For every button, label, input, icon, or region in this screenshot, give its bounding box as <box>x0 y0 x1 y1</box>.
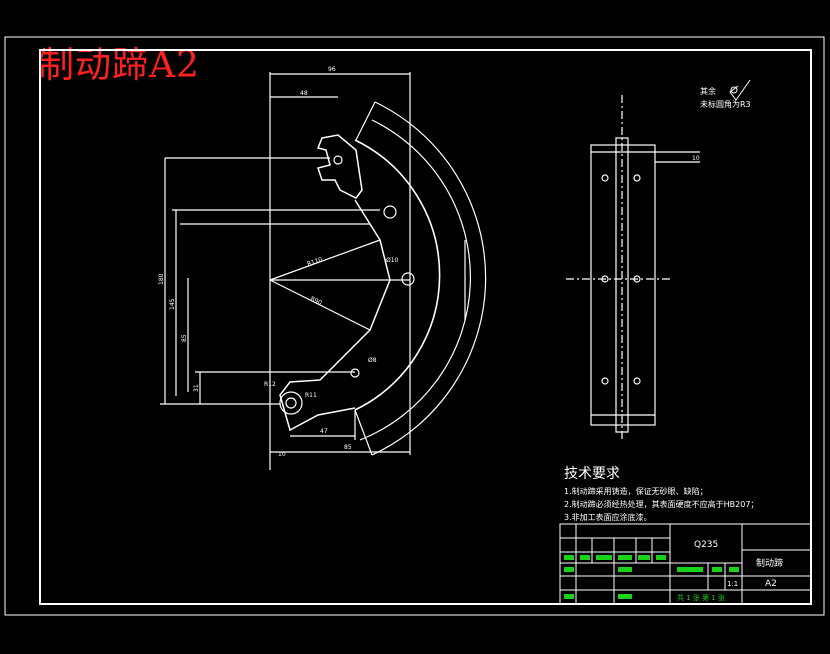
side-hole-5 <box>601 377 609 385</box>
lining-end-top <box>355 101 376 141</box>
tb-field-7 <box>564 567 574 572</box>
dim-text-96: 96 <box>328 66 336 73</box>
top-hook <box>316 134 363 199</box>
note-item-1: 1.制动蹄采用铸造，保证无砂眼、缺陷； <box>564 486 708 496</box>
title-block-fields <box>564 555 739 599</box>
tb-field-6 <box>656 555 666 560</box>
web-body <box>279 199 391 432</box>
middle-arc <box>359 119 472 441</box>
side-hole-6 <box>633 377 641 385</box>
tb-field-1 <box>564 555 574 560</box>
hole-upper <box>383 205 397 219</box>
drawing-title: 制动蹄A2 <box>38 45 200 86</box>
title-block-frame <box>559 523 812 605</box>
tb-field-12 <box>712 567 722 572</box>
tb-part-name: 制动蹄 <box>756 557 783 569</box>
side-hole-1 <box>601 174 609 182</box>
dim-text-145: 145 <box>169 298 176 310</box>
tb-field-5 <box>638 555 650 560</box>
tb-field-8 <box>618 567 632 572</box>
dim-text-d10: Ø10 <box>386 257 399 264</box>
note-item-3: 3.非加工表面应涂底漆。 <box>564 512 652 522</box>
tb-field-2 <box>580 555 590 560</box>
dim-text-d8: Ø8 <box>368 357 377 364</box>
inner-border <box>39 49 812 605</box>
side-view <box>566 95 700 440</box>
roughness-check <box>729 85 739 101</box>
dim-text-85h: 85 <box>344 444 352 451</box>
roughness-tail <box>735 79 751 101</box>
outer-arc <box>371 101 487 456</box>
roughness-circle <box>730 86 738 94</box>
tb-field-10 <box>618 594 632 599</box>
note-item-2: 2.制动蹄必须经热处理，其表面硬度不应高于HB207； <box>564 499 758 509</box>
dim-text-48: 48 <box>300 90 308 97</box>
tb-field-9 <box>564 594 574 599</box>
lining-end-bottom <box>354 409 373 456</box>
radius-line-2 <box>269 279 371 331</box>
dim-text-r90: R90 <box>309 295 323 306</box>
tb-sheet: 共 1 张 第 1 张 <box>677 593 725 602</box>
side-dim-text: 10 <box>692 155 700 162</box>
radius-line-1 <box>269 239 381 281</box>
side-hole-4 <box>633 275 641 283</box>
roughness-symbol <box>729 79 751 101</box>
tb-field-3 <box>596 555 612 560</box>
pivot-hole <box>285 397 297 409</box>
title-block <box>559 523 812 605</box>
side-hole-2 <box>633 174 641 182</box>
dim-text-180: 180 <box>158 273 165 285</box>
tb-field-11 <box>677 567 703 572</box>
dim-text-r11: R11 <box>305 392 317 399</box>
inner-arc <box>354 139 441 411</box>
hole-lower <box>350 368 360 378</box>
hole-mid <box>401 272 415 286</box>
side-outline <box>590 144 656 426</box>
tb-field-13 <box>729 567 739 572</box>
surface-note-1: 其余 <box>700 86 716 96</box>
tb-part-code: A2 <box>765 579 777 589</box>
tb-field-4 <box>618 555 632 560</box>
hole-top <box>333 155 343 165</box>
tb-scale: 1:1 <box>727 580 738 588</box>
front-view-dims: 96 48 R110 R90 Ø10 Ø8 R12 R11 47 85 10 1… <box>158 66 399 458</box>
front-view <box>160 72 487 470</box>
pivot-boss <box>279 391 303 415</box>
dim-text-r12: R12 <box>264 381 276 388</box>
notes-heading: 技术要求 <box>564 466 620 482</box>
dim-text-85v: 85 <box>181 334 188 342</box>
dim-text-47: 47 <box>320 428 328 435</box>
dim-text-r110: R110 <box>306 256 323 268</box>
outer-border <box>4 36 825 616</box>
surface-note-2: 未标圆角为R3 <box>700 99 751 109</box>
tb-material: Q235 <box>694 540 718 550</box>
dim-text-10: 10 <box>278 451 286 458</box>
dim-text-31: 31 <box>193 384 200 392</box>
side-hole-3 <box>601 275 609 283</box>
